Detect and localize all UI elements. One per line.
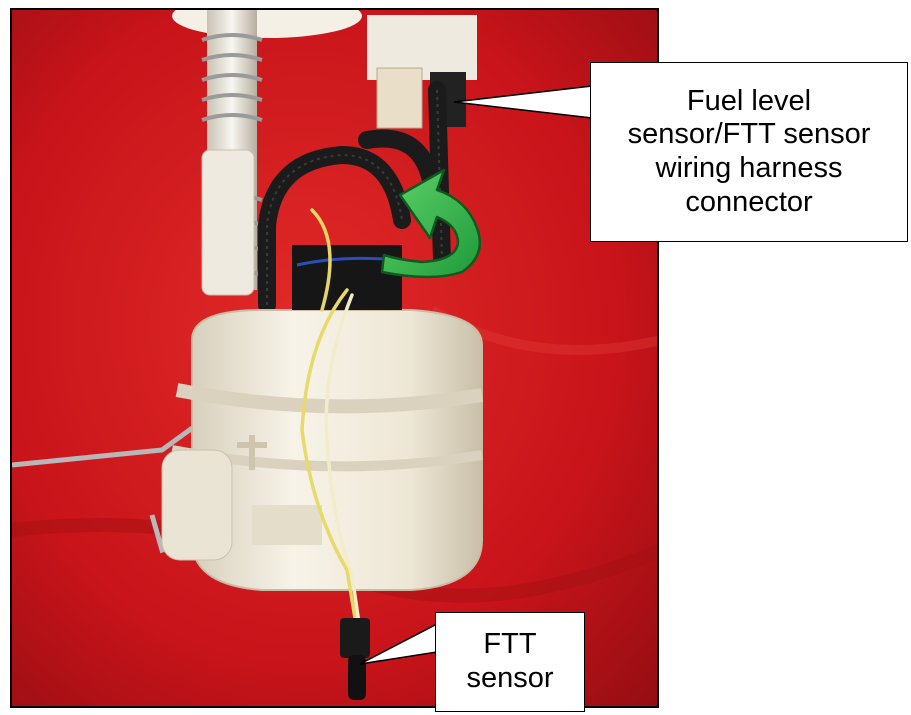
fuel-pump-photo (10, 8, 659, 708)
callout-top-line-2: sensor/FTT sensor (627, 118, 871, 151)
callout-ftt-sensor: FTT sensor (435, 612, 585, 712)
curved-arrow-icon (380, 168, 482, 279)
callout-top-line-4: connector (685, 185, 813, 218)
callout-fuel-level-connector: Fuel level sensor/FTT sensor wiring harn… (590, 62, 908, 242)
callout-bottom-line-2: sensor (466, 662, 554, 694)
callout-top-line-3: wiring harness (655, 152, 843, 184)
callout-top-line-1: Fuel level (686, 84, 812, 117)
callout-bottom-line-1: FTT (483, 628, 537, 661)
